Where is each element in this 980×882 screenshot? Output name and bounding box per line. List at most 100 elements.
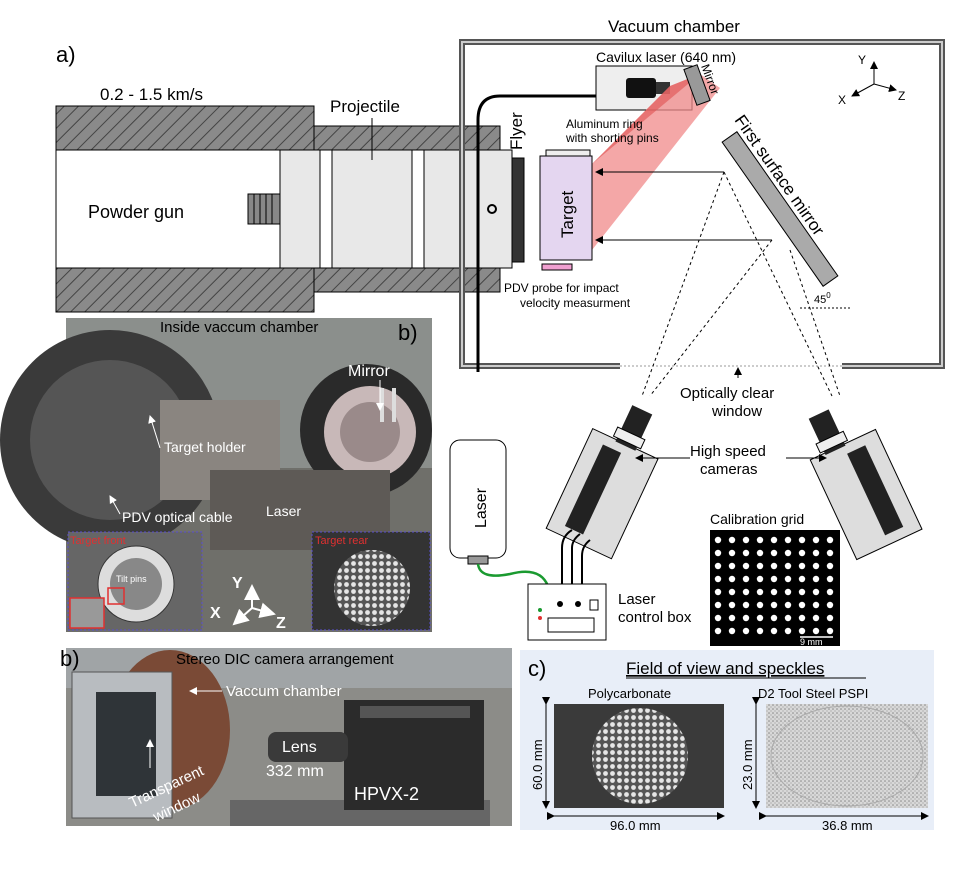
poly-label: Polycarbonate bbox=[588, 686, 671, 701]
flyer-plate bbox=[511, 157, 525, 263]
calibration-dot bbox=[728, 536, 736, 544]
calibration-dot bbox=[728, 614, 736, 622]
d2-label: D2 Tool Steel PSPI bbox=[758, 686, 868, 701]
calibration-dot bbox=[826, 562, 834, 570]
angle-label: 450 bbox=[814, 291, 831, 306]
panel-b-inside: Inside vaccum chamber b) Mirror Target h… bbox=[0, 318, 432, 632]
pdv-cable-label: PDV optical cable bbox=[122, 509, 233, 525]
green-cable bbox=[476, 563, 550, 587]
laser-fiber bbox=[476, 94, 598, 372]
control-box-label-1: Laser bbox=[618, 591, 656, 608]
powder-gun-label: Powder gun bbox=[88, 202, 184, 222]
gun-barrel-bottom bbox=[55, 267, 315, 313]
calibration-dot bbox=[728, 562, 736, 570]
target-label: Target bbox=[558, 190, 577, 238]
calibration-dot bbox=[798, 614, 806, 622]
calibration-dot bbox=[756, 588, 764, 596]
calibration-dot bbox=[826, 601, 834, 609]
inside-title: Inside vaccum chamber bbox=[160, 319, 318, 336]
calibration-dot bbox=[770, 627, 778, 635]
calibration-dot bbox=[812, 575, 820, 583]
small-mirror bbox=[683, 64, 711, 106]
calibration-dot bbox=[714, 614, 722, 622]
pdv-label-1: PDV probe for impact bbox=[504, 281, 619, 295]
lens-label: Lens bbox=[282, 739, 317, 756]
calibration-dot bbox=[714, 549, 722, 557]
gun-barrel-top bbox=[55, 105, 315, 151]
calibration-dot bbox=[714, 588, 722, 596]
calibration-dot bbox=[770, 588, 778, 596]
panel-c-title: Field of view and speckles bbox=[626, 659, 824, 678]
calibration-dot bbox=[826, 549, 834, 557]
calibration-dot bbox=[728, 588, 736, 596]
calibration-dot bbox=[784, 627, 792, 635]
first-surface-mirror bbox=[721, 131, 839, 287]
gun-barrel-top-step bbox=[313, 125, 501, 151]
calibration-dot bbox=[784, 614, 792, 622]
calibration-grid-label: Calibration grid bbox=[710, 511, 804, 527]
calibration-dot bbox=[770, 536, 778, 544]
photo-axis-y: Y bbox=[232, 575, 243, 592]
calibration-dot bbox=[770, 549, 778, 557]
panel-b1-label: b) bbox=[398, 320, 418, 345]
calibration-dot bbox=[742, 549, 750, 557]
calibration-dot bbox=[728, 575, 736, 583]
calibration-dot bbox=[784, 601, 792, 609]
calibration-dot bbox=[742, 575, 750, 583]
axis-z-label: Z bbox=[898, 89, 905, 103]
camera-right bbox=[808, 409, 923, 561]
calibration-grid bbox=[710, 530, 840, 646]
calibration-dot bbox=[742, 536, 750, 544]
calibration-scale-label: 9 mm bbox=[800, 637, 823, 647]
calibration-dot bbox=[770, 575, 778, 583]
calibration-dot bbox=[812, 562, 820, 570]
calibration-dot bbox=[826, 614, 834, 622]
calibration-dot bbox=[714, 562, 722, 570]
calibration-dot bbox=[714, 575, 722, 583]
calibration-dot bbox=[742, 562, 750, 570]
calibration-dot bbox=[798, 588, 806, 596]
calibration-dot bbox=[784, 588, 792, 596]
d2-width-label: 36.8 mm bbox=[822, 818, 873, 833]
calibration-dot bbox=[784, 536, 792, 544]
calibration-dot bbox=[826, 536, 834, 544]
calibration-dot bbox=[784, 575, 792, 583]
calibration-dot bbox=[812, 601, 820, 609]
panel-b2-label: b) bbox=[60, 646, 80, 671]
d2-height-label: 23.0 mm bbox=[740, 739, 755, 790]
target-rear-label: Target rear bbox=[315, 535, 369, 547]
tilt-pins-label: Tilt pins bbox=[116, 574, 147, 584]
calibration-dot bbox=[812, 536, 820, 544]
camera-left bbox=[545, 405, 659, 560]
panel-c: c) Field of view and speckles Polycarbon… bbox=[520, 650, 934, 833]
pdv-label-2: velocity measurment bbox=[520, 296, 631, 310]
projectile-label: Projectile bbox=[330, 97, 400, 116]
calibration-dot bbox=[826, 627, 834, 635]
aluminum-ring-label-2: with shorting pins bbox=[565, 131, 659, 145]
poly-height-label: 60.0 mm bbox=[530, 739, 545, 790]
optically-clear-label-1: Optically clear bbox=[680, 385, 774, 402]
calibration-dot bbox=[756, 562, 764, 570]
calibration-dot bbox=[756, 536, 764, 544]
calibration-dot bbox=[798, 575, 806, 583]
calibration-dot bbox=[798, 549, 806, 557]
aluminum-ring-label-1: Aluminum ring bbox=[566, 117, 643, 131]
hs-cameras-label-2: cameras bbox=[700, 461, 758, 478]
calibration-dot bbox=[798, 536, 806, 544]
calibration-dot bbox=[812, 549, 820, 557]
target-block bbox=[539, 155, 593, 261]
speed-label: 0.2 - 1.5 km/s bbox=[100, 85, 203, 104]
calibration-dot bbox=[770, 562, 778, 570]
projectile-thread bbox=[247, 193, 281, 225]
vaccum-chamber-photo-label: Vaccum chamber bbox=[226, 683, 342, 700]
calibration-dot bbox=[742, 627, 750, 635]
laser-unit-label: Laser bbox=[473, 487, 490, 528]
hs-cameras-label-1: High speed bbox=[690, 443, 766, 460]
calibration-dot bbox=[728, 549, 736, 557]
calibration-dot bbox=[742, 601, 750, 609]
cavilux-label: Cavilux laser (640 nm) bbox=[596, 49, 736, 65]
target-holder-label: Target holder bbox=[164, 439, 246, 455]
hpvx-label: HPVX-2 bbox=[354, 784, 419, 804]
axis-y-label: Y bbox=[858, 53, 866, 67]
